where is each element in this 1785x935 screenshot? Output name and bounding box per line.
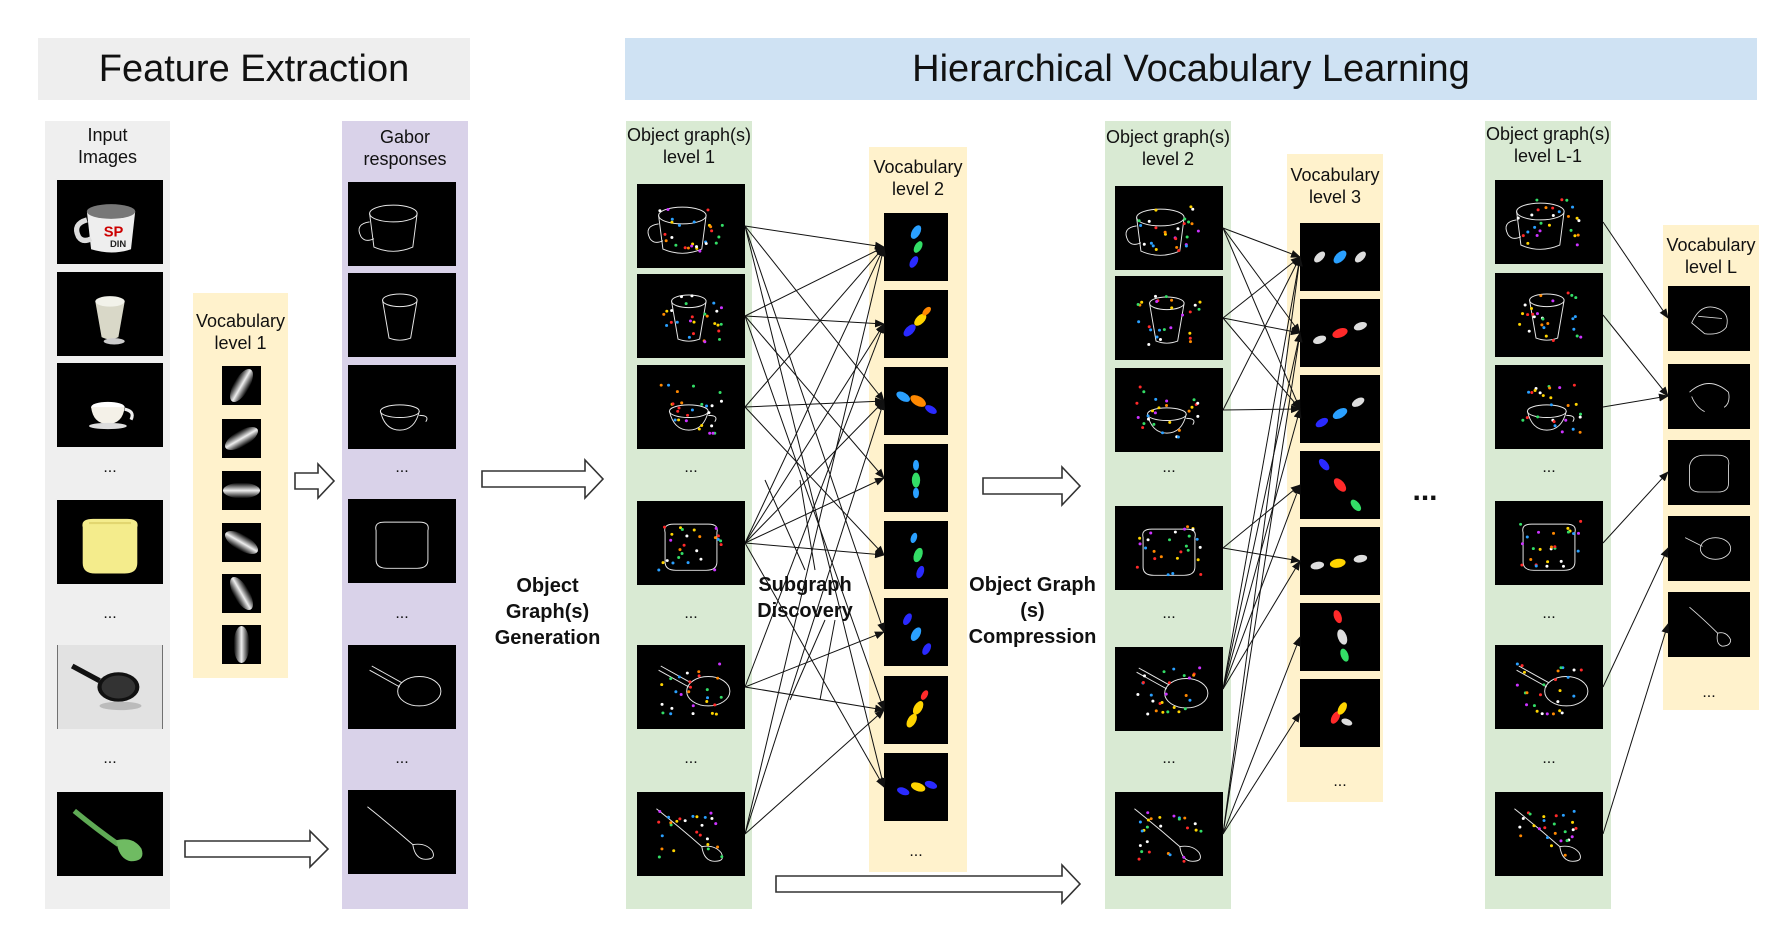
- input-image-cup: [57, 272, 163, 356]
- object-graph-l2-box: [1115, 506, 1223, 590]
- feature-extraction-header: Feature Extraction: [38, 38, 470, 100]
- input-image-pan: [57, 645, 163, 729]
- svg-text:DIN: DIN: [110, 239, 126, 250]
- vocab-l2-part: [884, 521, 948, 589]
- vocab-lL-part: [1668, 440, 1750, 505]
- hierarchical-learning-title: Hierarchical Vocabulary Learning: [912, 47, 1470, 90]
- ellipsis: ...: [1542, 459, 1556, 476]
- ellipsis: ...: [1333, 773, 1347, 790]
- graph-compression-label: Object Graph (s) Compression: [968, 574, 1097, 648]
- gabor-response-tea: [348, 365, 456, 449]
- graph-levelL1-label: Object graph(s) level L-1: [1485, 124, 1611, 166]
- object-graph-l2-spoon: [1115, 792, 1223, 876]
- gabor-response-pan: [348, 645, 456, 729]
- arrow-bottom-long: [775, 862, 1082, 906]
- ellipsis: ...: [1162, 605, 1176, 622]
- object-graph-lL1-mug: [1495, 180, 1603, 264]
- vocab-l3-part: [1300, 679, 1380, 747]
- object-graph-lL1-spoon: [1495, 792, 1603, 876]
- arrow-input-to-gabor: [184, 829, 330, 869]
- vocab-l2-part: [884, 753, 948, 821]
- ellipsis: ...: [684, 605, 698, 622]
- levels-ellipsis: ...: [1412, 474, 1438, 507]
- ellipsis: ...: [395, 605, 409, 622]
- object-graph-l1-tea: [637, 365, 745, 449]
- arrow-vocab-to-gabor: [294, 461, 336, 501]
- arrow-gabor-to-graphs: [481, 457, 605, 501]
- gabor-response-cup: [348, 273, 456, 357]
- input-image-spoon: [57, 792, 163, 876]
- object-graph-l1-mug: [637, 184, 745, 268]
- vocab-l2-part: [884, 598, 948, 666]
- ellipsis: ...: [684, 459, 698, 476]
- object-graph-lL1-pan: [1495, 645, 1603, 729]
- gabor-filter: [222, 366, 261, 405]
- input-images-label: Input Images: [77, 125, 138, 167]
- ellipsis: ...: [1162, 459, 1176, 476]
- gabor-response-mug: [348, 182, 456, 266]
- gabor-label: Gabor responses: [363, 127, 447, 169]
- vocab-level2-label: Vocabulary level 2: [873, 157, 963, 199]
- ellipsis: ...: [1542, 605, 1556, 622]
- ellipsis: ...: [103, 750, 117, 767]
- ellipsis: ...: [1162, 750, 1176, 767]
- input-image-box: [57, 500, 163, 584]
- arrow-graphs-compression: [982, 464, 1082, 508]
- ellipsis: ...: [1542, 750, 1556, 767]
- ellipsis: ...: [395, 750, 409, 767]
- vocab-lL-part: [1668, 286, 1750, 351]
- object-graph-lL1-tea: [1495, 365, 1603, 449]
- vocab-level1-label: Vocabulary level 1: [195, 311, 286, 353]
- object-graph-l2-tea: [1115, 368, 1223, 452]
- hierarchical-learning-header: Hierarchical Vocabulary Learning: [625, 38, 1757, 100]
- object-graph-lL1-cup: [1495, 273, 1603, 357]
- input-image-tea: [57, 363, 163, 447]
- vocab-l3-part: [1300, 375, 1380, 443]
- vocab-level3-label: Vocabulary level 3: [1290, 165, 1380, 207]
- object-graph-lL1-box: [1495, 501, 1603, 585]
- ellipsis: ...: [395, 459, 409, 476]
- ellipsis: ...: [1702, 684, 1716, 701]
- object-graph-l1-pan: [637, 645, 745, 729]
- gabor-response-spoon: [348, 790, 456, 874]
- vocab-l3-part: [1300, 451, 1380, 519]
- vocab-l3-part: [1300, 299, 1380, 367]
- vocab-lL-part: [1668, 516, 1750, 581]
- graph-generation-label: Object Graph(s) Generation: [494, 575, 601, 649]
- vocab-l2-part: [884, 290, 948, 358]
- vocab-l3-part: [1300, 603, 1380, 671]
- gabor-response-box: [348, 499, 456, 583]
- vocab-l2-part: [884, 676, 948, 744]
- graph-level2-label: Object graph(s) level 2: [1105, 127, 1231, 169]
- object-graph-l1-spoon: [637, 792, 745, 876]
- gabor-filter: [222, 574, 261, 613]
- ellipsis: ...: [103, 459, 117, 476]
- vocab-l2-part: [884, 444, 948, 512]
- object-graph-l2-mug: [1115, 186, 1223, 270]
- gabor-filter: [222, 523, 261, 562]
- feature-extraction-title: Feature Extraction: [98, 47, 410, 90]
- vocab-l3-part: [1300, 223, 1380, 291]
- object-graph-l1-cup: [637, 274, 745, 358]
- ellipsis: ...: [103, 605, 117, 622]
- object-graph-l2-pan: [1115, 647, 1223, 731]
- vocab-lL-part: [1668, 364, 1750, 429]
- svg-text:SP: SP: [104, 225, 124, 241]
- vocab-l2-part: [884, 213, 948, 281]
- vocab-l2-part: [884, 367, 948, 435]
- vocab-lL-part: [1668, 592, 1750, 657]
- gabor-filter: [222, 471, 261, 510]
- gabor-filter: [222, 625, 261, 664]
- vocab-l3-part: [1300, 527, 1380, 595]
- ellipsis: ...: [684, 750, 698, 767]
- ellipsis: ...: [909, 843, 923, 860]
- gabor-filter: [222, 419, 261, 458]
- vocab-levelL-label: Vocabulary level L: [1666, 235, 1756, 277]
- graph-level1-label: Object graph(s) level 1: [626, 125, 752, 167]
- object-graph-l2-cup: [1115, 276, 1223, 360]
- object-graph-l1-box: [637, 501, 745, 585]
